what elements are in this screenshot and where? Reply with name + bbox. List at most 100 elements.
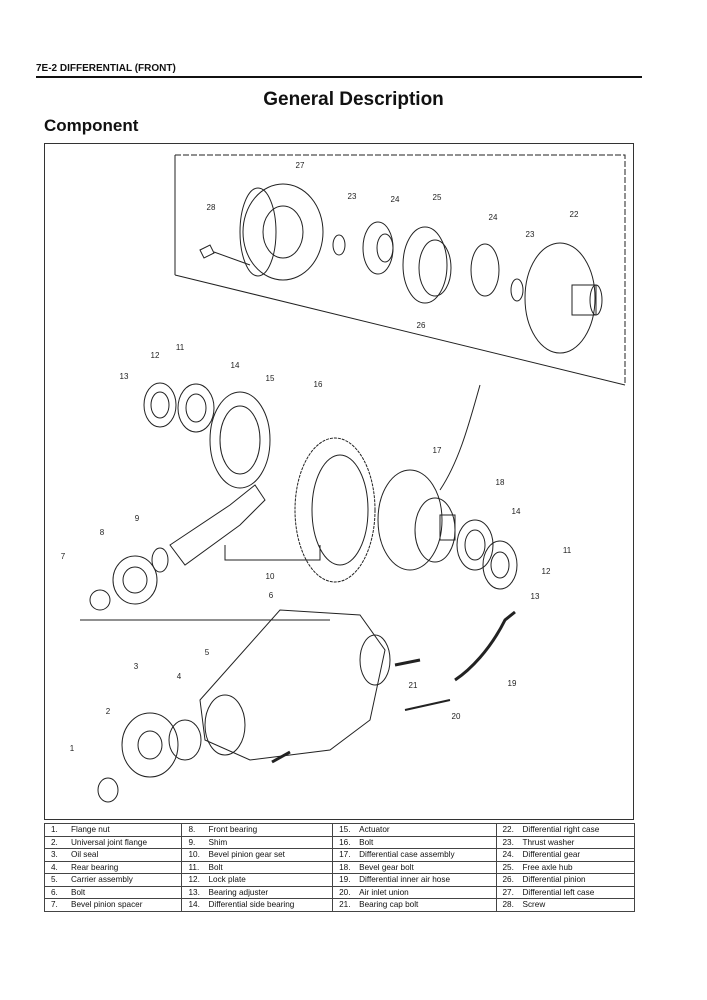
part-number: 15. bbox=[339, 825, 351, 835]
callout: 11 bbox=[563, 546, 572, 555]
parts-cell: 10.Bevel pinion gear set bbox=[181, 848, 334, 862]
callout: 2 bbox=[106, 707, 111, 716]
section-header: 7E-2 DIFFERENTIAL (FRONT) bbox=[36, 63, 176, 74]
part-name: Free axle hub bbox=[522, 862, 573, 872]
parts-cell: 2.Universal joint flange bbox=[43, 835, 183, 849]
page-title: General Description bbox=[263, 89, 444, 110]
part-name: Differential gear bbox=[522, 850, 581, 860]
parts-cell: 4.Rear bearing bbox=[43, 860, 183, 874]
air-inlet-union-drawing bbox=[404, 699, 451, 711]
callout: 10 bbox=[266, 572, 275, 581]
gear-set-bracket bbox=[224, 545, 321, 561]
callout: 28 bbox=[207, 203, 216, 212]
cap-bolt-drawing bbox=[394, 658, 421, 667]
callout: 18 bbox=[496, 478, 505, 487]
part-number: 16. bbox=[339, 837, 351, 847]
part-number: 5. bbox=[51, 875, 58, 885]
part-name: Screw bbox=[522, 900, 546, 910]
part-name: Lock plate bbox=[208, 875, 246, 885]
callout: 24 bbox=[391, 195, 400, 204]
part-number: 11. bbox=[188, 862, 200, 872]
parts-cell: 21.Bearing cap bolt bbox=[332, 898, 497, 912]
part-number: 19. bbox=[339, 875, 351, 885]
parts-cell: 28.Screw bbox=[495, 898, 635, 912]
parts-cell: 17.Differential case assembly bbox=[332, 848, 497, 862]
callout: 26 bbox=[417, 321, 426, 330]
air-hose-drawing bbox=[454, 610, 516, 682]
screw-drawing bbox=[199, 244, 251, 266]
section-subtitle: Component bbox=[44, 116, 139, 135]
part-name: Shim bbox=[208, 837, 228, 847]
callout: 17 bbox=[433, 446, 442, 455]
pinion-spacer-drawing bbox=[89, 589, 111, 611]
part-number: 12. bbox=[188, 875, 200, 885]
parts-cell: 3. Oil seal bbox=[43, 848, 183, 862]
callout: 1 bbox=[70, 744, 75, 753]
parts-cell: 18.Bevel gear bolt bbox=[332, 860, 497, 874]
callout: 20 bbox=[452, 712, 461, 721]
part-name: Carrier assembly bbox=[71, 875, 133, 885]
parts-cell: 12. Lock plate bbox=[181, 873, 334, 887]
parts-cell: 7.Bevel pinion spacer bbox=[43, 898, 183, 912]
part-name: Differential case assembly bbox=[359, 850, 455, 860]
diagram-frame bbox=[44, 143, 634, 820]
part-name: Bevel gear bolt bbox=[359, 862, 414, 872]
part-number: 7. bbox=[51, 900, 58, 910]
callout: 27 bbox=[296, 161, 305, 170]
diff-gear-2-drawing bbox=[470, 243, 500, 297]
parts-cell: 13.Bearing adjuster bbox=[181, 885, 334, 899]
pinion-shaft-drawing bbox=[169, 484, 266, 566]
callout: 19 bbox=[508, 679, 517, 688]
thrust-washer-drawing bbox=[332, 234, 346, 256]
part-number: 14. bbox=[188, 900, 200, 910]
part-number: 22. bbox=[502, 825, 514, 835]
part-name: Bearing cap bolt bbox=[359, 900, 419, 910]
table-row: 7.Bevel pinion spacer 14. Differential sid… bbox=[43, 898, 635, 912]
part-name: Bolt bbox=[71, 887, 86, 897]
parts-cell: 16. Bolt bbox=[332, 835, 497, 849]
part-number: 4. bbox=[51, 862, 58, 872]
bearing-adjuster-drawing bbox=[143, 382, 177, 428]
parts-cell: 22.Differential right case bbox=[495, 823, 635, 837]
callout: 6 bbox=[269, 591, 274, 600]
part-name: Actuator bbox=[359, 825, 390, 835]
lower-bolt-drawing bbox=[271, 750, 291, 764]
parts-cell: 15. Actuator bbox=[332, 823, 497, 837]
free-axle-hub-drawing bbox=[402, 226, 452, 304]
parts-cell: 26.Differential pinion bbox=[495, 873, 635, 887]
callout: 22 bbox=[570, 210, 579, 219]
parts-cell: 8.Front bearing bbox=[181, 823, 334, 837]
callout: 5 bbox=[205, 648, 210, 657]
callout: 25 bbox=[433, 193, 442, 202]
callout: 23 bbox=[348, 192, 357, 201]
ujoint-flange-drawing bbox=[121, 712, 179, 778]
callout: 13 bbox=[120, 372, 129, 381]
inset-outline bbox=[174, 154, 626, 491]
part-number: 20. bbox=[339, 887, 351, 897]
callout: 3 bbox=[134, 662, 139, 671]
part-number: 25. bbox=[502, 862, 514, 872]
part-name: Differential side bearing bbox=[208, 900, 295, 910]
part-name: Bearing adjuster bbox=[208, 887, 269, 897]
part-name: Flange nut bbox=[71, 825, 110, 835]
callout: 12 bbox=[151, 351, 160, 360]
callout: 11 bbox=[176, 343, 185, 352]
ring-gear-drawing bbox=[294, 437, 376, 583]
diff-gear-drawing bbox=[362, 221, 394, 275]
part-number: 9. bbox=[188, 837, 196, 847]
callout: 13 bbox=[531, 592, 540, 601]
part-name: Differential inner air hose bbox=[359, 875, 450, 885]
part-name: Oil seal bbox=[71, 850, 99, 860]
part-name: Bolt bbox=[359, 837, 374, 847]
carrier-drawing bbox=[199, 609, 391, 761]
part-number: 3. bbox=[51, 850, 58, 860]
part-name: Bolt bbox=[208, 862, 223, 872]
callout: 15 bbox=[266, 374, 275, 383]
thrust-washer-2-drawing bbox=[510, 278, 524, 302]
side-bearing-drawing bbox=[177, 383, 215, 433]
callout: 24 bbox=[489, 213, 498, 222]
